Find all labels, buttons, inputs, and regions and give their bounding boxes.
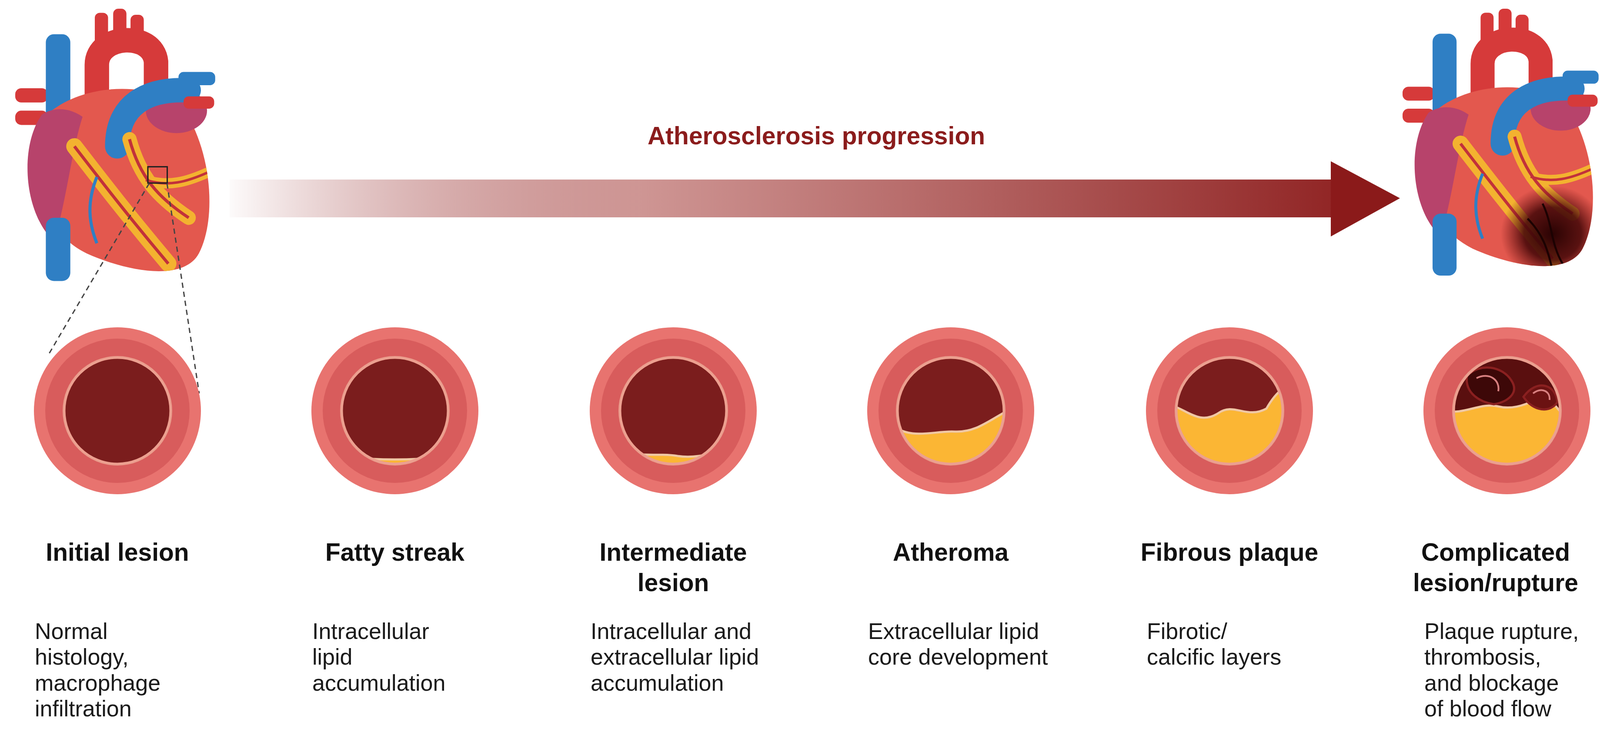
stage-description: Fibrotic/ calcific layers xyxy=(1146,618,1291,671)
stage-description: Intracellular and extracellular lipid ac… xyxy=(590,618,774,697)
artery-cross-section xyxy=(1395,326,1596,496)
diagram-title: Atherosclerosis progression xyxy=(647,120,986,151)
stage-node: Fatty streakIntracellular lipid accumula… xyxy=(294,326,495,697)
stage-node: AtheromaExtracellular lipid core develop… xyxy=(850,326,1051,671)
stage-node: Initial lesionNormal histology, macropha… xyxy=(17,326,218,722)
stage-node: Intermediate lesionIntracellular and ext… xyxy=(573,326,774,697)
stage-heading: Fatty streak xyxy=(294,537,495,598)
stage-description: Normal histology, macrophage infiltratio… xyxy=(34,618,190,722)
stage-node: Complicated lesion/rupturePlaque rupture… xyxy=(1395,326,1596,722)
stage-description: Extracellular lipid core development xyxy=(868,618,1060,671)
stage-heading: Fibrous plaque xyxy=(1129,537,1330,598)
zoom-leader xyxy=(48,183,150,355)
stage-heading: Complicated lesion/rupture xyxy=(1395,537,1596,598)
artery-cross-section xyxy=(850,326,1051,496)
artery-cross-section xyxy=(573,326,774,496)
artery-cross-section xyxy=(294,326,495,496)
stage-heading: Initial lesion xyxy=(17,537,218,598)
stage-node: Fibrous plaqueFibrotic/ calcific layers xyxy=(1129,326,1330,671)
artery-cross-section xyxy=(17,326,218,496)
artery-cross-section xyxy=(1129,326,1330,496)
stage-heading: Atheroma xyxy=(850,537,1051,598)
stage-heading: Intermediate lesion xyxy=(573,537,774,598)
stage-description: Intracellular lipid accumulation xyxy=(312,618,461,697)
infarcted-heart xyxy=(1402,8,1600,282)
progression-arrow xyxy=(229,161,1400,237)
stage-description: Plaque rupture, thrombosis, and blockage… xyxy=(1424,618,1583,722)
